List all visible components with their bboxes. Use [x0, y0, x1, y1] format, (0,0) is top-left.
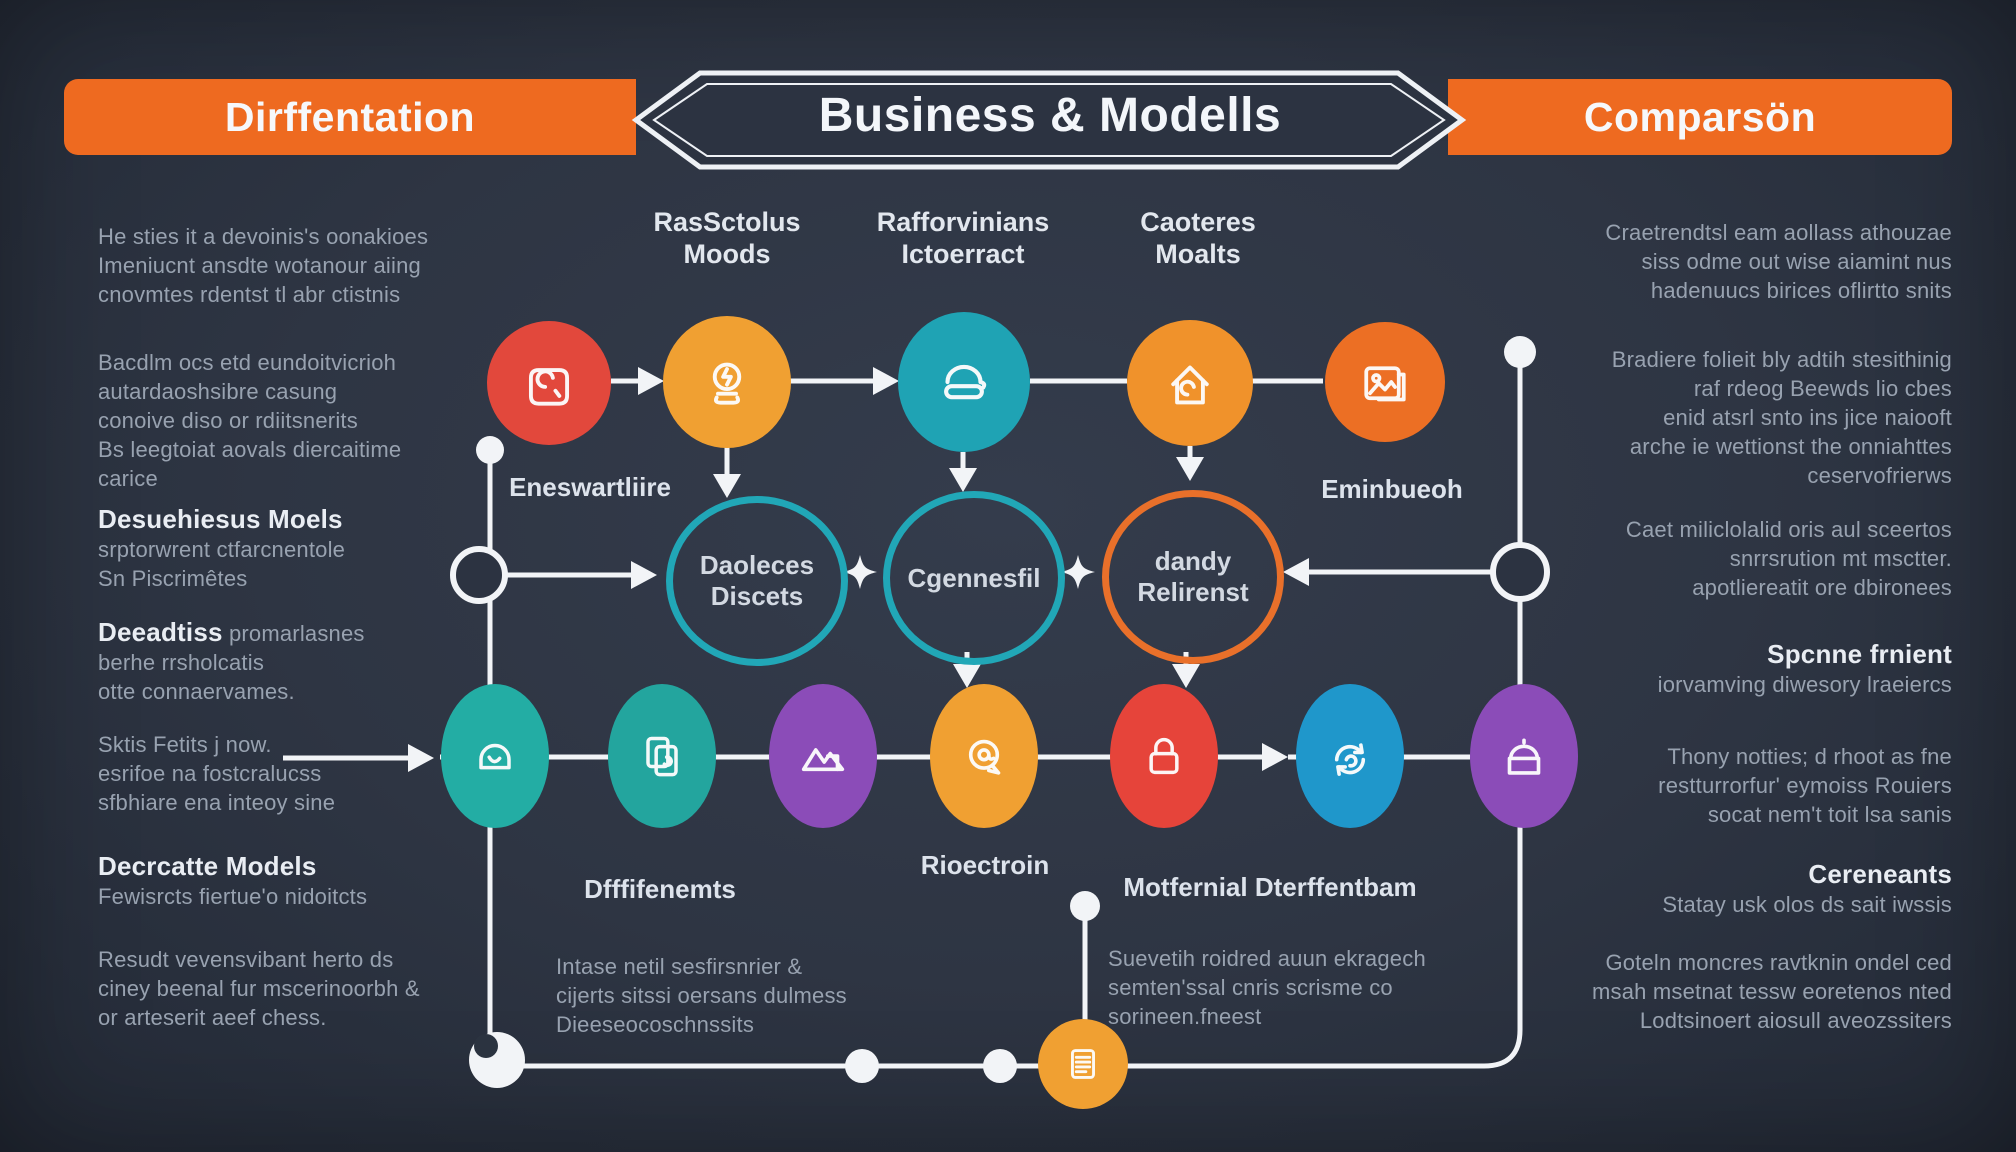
label-eminbueoh: Eminbueoh — [1321, 474, 1463, 504]
node-top-red — [487, 321, 611, 445]
bottom-label-1: Dfffifenemts — [584, 874, 736, 904]
node-bottom-blue — [1296, 684, 1404, 828]
arrowhead-1 — [638, 367, 664, 395]
ring-node-2-label: Cgennesfil — [907, 562, 1041, 593]
left-banner: Dirffentation — [64, 79, 636, 155]
dot-bottom-2 — [983, 1049, 1017, 1083]
right-banner: Comparsön — [1448, 79, 1952, 155]
arrowhead-bottom — [1262, 743, 1288, 771]
node-top-deep-orange — [1325, 322, 1445, 442]
bottom-label-3: Motfernial Dterffentbam — [1123, 872, 1417, 902]
arrowhead-ring1 — [631, 561, 657, 589]
corner-dot — [469, 1032, 525, 1088]
lock-badge-icon — [528, 368, 570, 406]
right-heading-1: Spcnne frnient — [1767, 639, 1952, 669]
arrowhead-down-1 — [713, 474, 741, 498]
top-label-2: Rafforvinians Ictoerract — [876, 207, 1050, 270]
refresh-dome-icon — [1334, 743, 1366, 776]
right-paragraph-1: Craetrendtsl eam aollass athouzae siss o… — [1605, 220, 1952, 303]
right-paragraph-4: iorvamving diwesory lraeiercs — [1657, 672, 1952, 697]
dot-marker-top — [1070, 891, 1100, 921]
arrowhead-down-2 — [949, 468, 977, 492]
bottom-paragraph-2: Suevetih roidred auun ekragech semten'ss… — [1108, 946, 1426, 1029]
left-paragraph-6: Fewisrcts fiertue'o nidoitcts — [98, 884, 368, 909]
right-paragraph-7: Goteln moncres ravtknin ondel ced msah m… — [1591, 950, 1952, 1033]
node-bottom-red — [1110, 684, 1218, 828]
house-icon — [1171, 365, 1209, 405]
left-heading-1-block: Desuehiesus Moels srptorwrent ctfarcnent… — [98, 505, 488, 593]
diamond-spark-2 — [1061, 555, 1095, 589]
left-paragraph-1: He sties it a devoinis's oonakioes Imeni… — [98, 224, 429, 307]
lamp-icon — [712, 362, 742, 405]
bottom-paragraph-1: Intase netil sesfirsnrier & cijerts sits… — [556, 954, 847, 1037]
ring-node-3-label: dandy Relirenst — [1137, 546, 1249, 607]
copy-stack-icon — [646, 736, 678, 777]
right-paragraph-3: Caet miliclolalid oris aul sceertos snrr… — [1625, 517, 1952, 600]
graduation-dome-icon — [944, 364, 987, 400]
node-top-orange — [663, 316, 791, 448]
padlock-icon — [1149, 737, 1179, 775]
timeline-marker-node — [1038, 1019, 1128, 1109]
node-bottom-teal-2 — [608, 684, 716, 828]
left-heading-2: Deeadtiss — [98, 617, 223, 647]
top-label-1: RasSctolus Moods — [653, 207, 801, 270]
left-paragraph-7: Resudt vevensvibant herto ds ciney beena… — [98, 947, 420, 1030]
ring-node-1-label: Daoleces Discets — [699, 550, 815, 611]
node-bottom-purple-1 — [769, 684, 877, 828]
ring-node-1: Daoleces Discets — [666, 496, 848, 666]
chat-at-icon — [968, 739, 1001, 775]
corner-dot-notch — [474, 1034, 498, 1058]
left-heading-1: Desuehiesus Moels — [98, 504, 343, 534]
left-paragraph-4: promarlasnes berhe rrsholcatis otte conn… — [98, 621, 365, 704]
right-heading-2-block: Cereneants Statay usk olos ds sait iwssi… — [1520, 860, 1952, 919]
main-title: Business & Modells — [818, 89, 1282, 142]
dot-bottom-1 — [845, 1049, 879, 1083]
mountains-icon — [801, 748, 845, 772]
left-heading-3: Decrcatte Models — [98, 851, 317, 881]
bottom-label-2: Rioectroin — [920, 850, 1050, 880]
node-top-teal — [898, 312, 1030, 452]
label-eneswartliire: Eneswartliire — [509, 472, 671, 502]
ring-node-3: dandy Relirenst — [1102, 490, 1284, 664]
left-banner-title: Dirffentation — [224, 93, 476, 140]
right-heading-2: Cereneants — [1808, 859, 1952, 889]
left-paragraph-3: srptorwrent ctfarcnentole Sn Piscrimêtes — [98, 537, 346, 591]
right-banner-title: Comparsön — [1583, 93, 1817, 140]
right-heading-1-block: Spcnne frnient iorvamving diwesory lraei… — [1520, 640, 1952, 699]
top-label-3: Caoteres Moalts — [1140, 207, 1256, 270]
left-paragraph-2: Bacdlm ocs etd eundoitvicrioh autardaosh… — [98, 350, 402, 491]
left-paragraph-5: Sktis Fetits j now. esrifoe na fostcralu… — [98, 732, 336, 815]
arrowhead-down-3 — [1176, 457, 1204, 481]
node-bottom-orange — [930, 684, 1038, 828]
arrowhead-2 — [873, 367, 899, 395]
arrowhead-ring3-left — [1283, 558, 1309, 586]
document-list-icon — [1071, 1049, 1095, 1079]
right-paragraph-2: Bradiere folieit bly adtih stesithinig r… — [1611, 347, 1952, 488]
diamond-spark-1 — [843, 555, 877, 589]
left-heading-3-block: Decrcatte Models Fewisrcts fiertue'o nid… — [98, 852, 488, 911]
ring-node-2: Cgennesfil — [883, 491, 1065, 665]
node-top-yellow — [1127, 320, 1253, 446]
right-paragraph-6: Statay usk olos ds sait iwssis — [1662, 892, 1952, 917]
right-paragraph-5: Thony notties; d rhoot as fne restturror… — [1658, 744, 1952, 827]
left-heading-2-block: Deeadtiss promarlasnes berhe rrsholcatis… — [98, 618, 488, 706]
photo-icon — [1364, 366, 1406, 402]
arrowhead-down-5 — [1172, 664, 1200, 688]
